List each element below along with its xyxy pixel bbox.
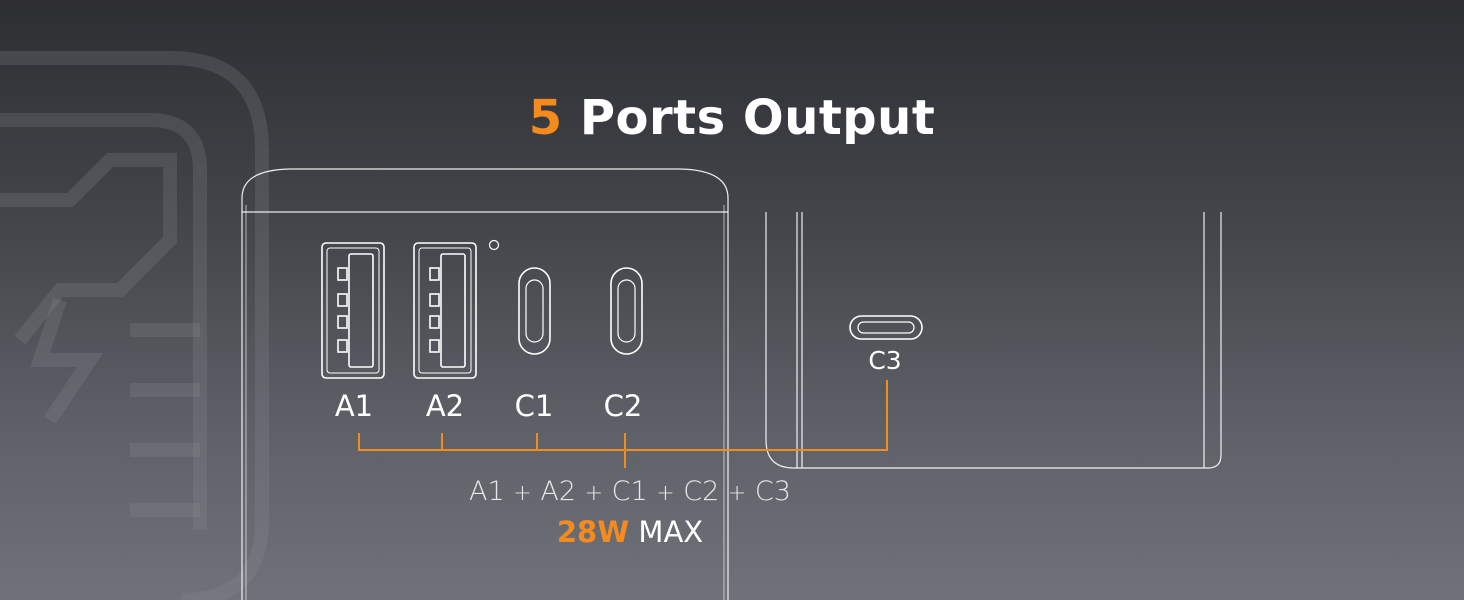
led-indicator-icon — [488, 239, 500, 251]
formula-c2: C2 — [683, 476, 720, 507]
port-label-c2: C2 — [603, 389, 643, 423]
formula-plus: + — [727, 481, 747, 506]
usb-c-port-icon — [610, 267, 643, 355]
max-output: 28W MAX — [400, 512, 860, 552]
formula-plus: + — [584, 481, 604, 506]
formula-a2: A2 — [540, 476, 576, 507]
usb-c-port-icon — [849, 315, 923, 340]
formula-c1: C1 — [611, 476, 648, 507]
title-text: Ports Output — [579, 90, 936, 146]
formula-a1: A1 — [469, 476, 505, 507]
combined-output-formula: A1 + A2 + C1 + C2 + C3 — [400, 474, 860, 512]
port-label-a1: A1 — [334, 389, 374, 423]
port-label-c1: C1 — [514, 389, 554, 423]
max-watt: 28W — [556, 515, 630, 549]
charger-front-outline — [241, 168, 729, 600]
formula-c3: C3 — [754, 476, 791, 507]
max-suffix: MAX — [638, 515, 704, 549]
formula-plus: + — [656, 481, 675, 506]
page-title: 5 Ports Output — [0, 86, 1464, 150]
port-count: 5 — [528, 90, 563, 146]
charger-side-outline — [765, 212, 1222, 469]
usb-c-port-icon — [518, 267, 551, 355]
port-label-c3: C3 — [868, 346, 902, 375]
logo-watermark — [0, 51, 269, 600]
usb-a-port-icon — [413, 242, 477, 379]
formula-plus: + — [513, 481, 532, 506]
port-label-a2: A2 — [425, 389, 465, 423]
usb-a-port-icon — [321, 242, 385, 379]
connector-lines — [358, 380, 888, 468]
